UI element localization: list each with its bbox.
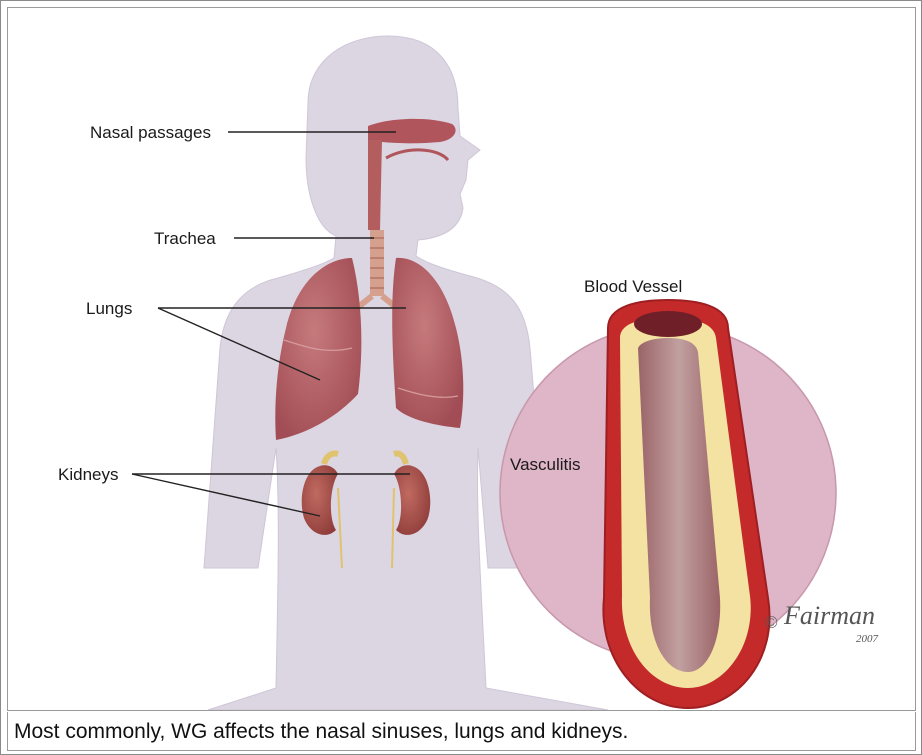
label-trachea: Trachea <box>154 229 216 248</box>
blood-vessel-inset <box>500 300 836 708</box>
svg-text:Fairman: Fairman <box>783 601 875 630</box>
label-kidneys: Kidneys <box>58 465 118 484</box>
svg-text:2007: 2007 <box>856 633 879 645</box>
illustration-cell: Nasal passages Trachea Lungs Kidneys Blo… <box>7 7 916 711</box>
caption-cell: Most commonly, WG affects the nasal sinu… <box>7 712 916 751</box>
label-vasculitis: Vasculitis <box>510 455 581 474</box>
figure-caption: Most commonly, WG affects the nasal sinu… <box>14 720 628 744</box>
label-nasal-passages: Nasal passages <box>90 123 211 142</box>
label-lungs: Lungs <box>86 299 132 318</box>
svg-text:©: © <box>764 612 778 632</box>
anatomy-illustration: Nasal passages Trachea Lungs Kidneys Blo… <box>8 8 915 710</box>
vessel-opening <box>634 311 702 337</box>
label-blood-vessel: Blood Vessel <box>584 277 682 296</box>
